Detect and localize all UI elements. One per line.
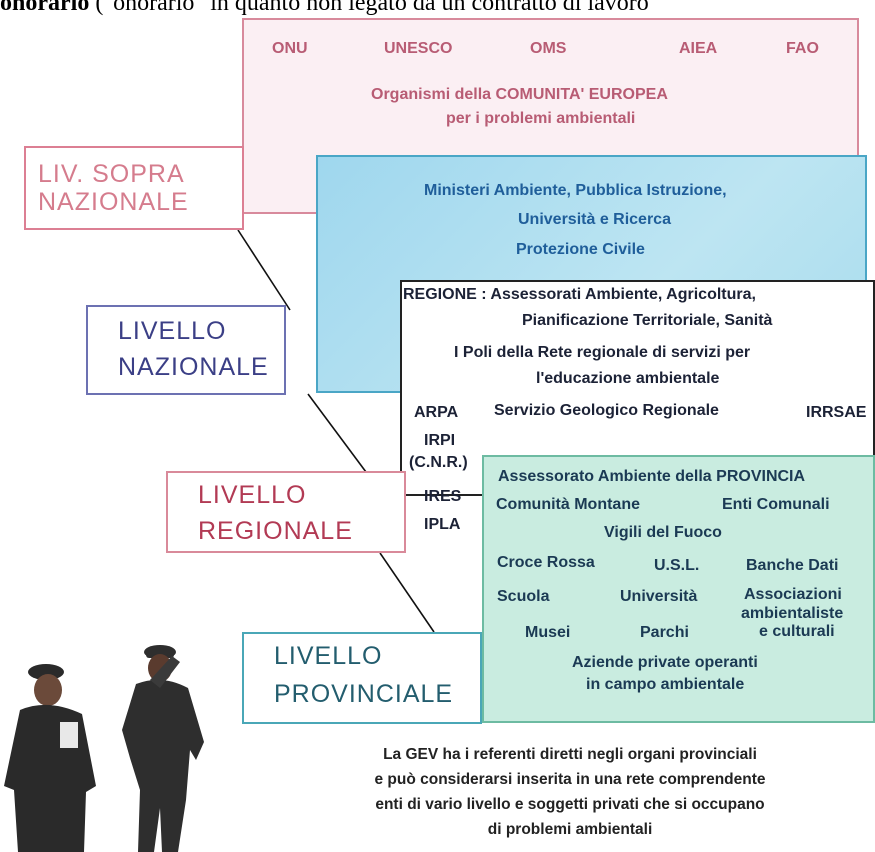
level-sopra-line2: NAZIONALE — [38, 188, 189, 216]
org-fao: FAO — [786, 40, 819, 57]
prov-usl: U.S.L. — [654, 557, 700, 574]
prov-banche: Banche Dati — [746, 557, 839, 574]
reg-ipla: IPLA — [424, 516, 461, 533]
level-reg-line1: LIVELLO — [198, 481, 307, 509]
level-naz-line1: LIVELLO — [118, 317, 227, 345]
eu-organisms-line1: Organismi della COMUNITA' EUROPEA — [371, 86, 668, 103]
guards-illustration — [4, 645, 204, 852]
reg-irrsae: IRRSAE — [806, 404, 867, 421]
reg-cnr: (C.N.R.) — [409, 454, 468, 471]
naz-line2: Università e Ricerca — [518, 211, 671, 228]
eu-organisms-line2: per i problemi ambientali — [446, 110, 636, 127]
org-aiea: AIEA — [679, 40, 718, 57]
prov-scuola: Scuola — [497, 588, 550, 605]
caption-line2: e può considerarsi inserita in una rete … — [374, 771, 766, 788]
prov-assessorato: Assessorato Ambiente della PROVINCIA — [498, 468, 806, 485]
prov-culturali: e culturali — [759, 623, 835, 640]
caption-line4: di problemi ambientali — [487, 821, 653, 838]
prov-associazioni: Associazioni — [744, 586, 842, 603]
connector-naz-reg — [307, 393, 367, 473]
prov-enti: Enti Comunali — [722, 496, 830, 513]
prov-parchi: Parchi — [640, 624, 689, 641]
reg-geologico: Servizio Geologico Regionale — [494, 402, 719, 419]
connector-sopra-naz — [237, 229, 291, 311]
level-label-provinciale: LIVELLO PROVINCIALE — [242, 632, 482, 724]
caption-line3: enti di vario livello e soggetti privati… — [375, 796, 765, 813]
prov-comunita: Comunità Montane — [496, 496, 640, 513]
org-oms: OMS — [530, 40, 567, 57]
level-prov-line2: PROVINCIALE — [274, 680, 454, 708]
prov-vigili: Vigili del Fuoco — [604, 524, 722, 541]
header-text-fragment: onorario ("onorario" in quanto non legat… — [0, 0, 875, 24]
level-label-regionale: LIVELLO REGIONALE — [166, 471, 406, 553]
org-onu: ONU — [272, 40, 308, 57]
prov-aziende1: Aziende private operanti — [572, 654, 758, 671]
provincial-box — [482, 455, 875, 723]
level-reg-line2: REGIONALE — [198, 517, 353, 545]
caption: La GEV ha i referenti diretti negli orga… — [290, 742, 850, 842]
prov-ambientaliste: ambientaliste — [741, 605, 844, 622]
reg-irpi: IRPI — [424, 432, 456, 449]
prov-musei: Musei — [525, 624, 571, 641]
level-prov-line1: LIVELLO — [274, 642, 383, 670]
header-rest: ("onorario" in quanto non legato da un c… — [89, 0, 649, 16]
reg-line2: Pianificazione Territoriale, Sanità — [522, 312, 773, 329]
prov-universita: Università — [620, 588, 698, 605]
level-sopra-line1: LIV. SOPRA — [38, 160, 185, 188]
reg-ires: IRES — [424, 488, 462, 505]
reg-arpa: ARPA — [414, 404, 459, 421]
prov-aziende2: in campo ambientale — [586, 676, 745, 693]
level-label-sopranazionale: LIV. SOPRA NAZIONALE — [24, 146, 244, 230]
level-label-nazionale: LIVELLO NAZIONALE — [86, 305, 286, 395]
reg-line4: l'educazione ambientale — [536, 370, 720, 387]
prov-croce: Croce Rossa — [497, 554, 595, 571]
reg-line1: REGIONE : Assessorati Ambiente, Agricolt… — [403, 286, 756, 303]
naz-line1: Ministeri Ambiente, Pubblica Istruzione, — [424, 182, 727, 199]
connector-reg-prov — [379, 552, 435, 633]
reg-line3: I Poli della Rete regionale di servizi p… — [454, 344, 751, 361]
org-unesco: UNESCO — [384, 40, 453, 57]
level-naz-line2: NAZIONALE — [118, 353, 269, 381]
figure-left — [4, 664, 96, 852]
caption-line1: La GEV ha i referenti diretti negli orga… — [383, 746, 757, 763]
naz-line3: Protezione Civile — [516, 241, 645, 258]
header-bold-word: onorario — [0, 0, 90, 16]
figure-right — [122, 645, 204, 852]
